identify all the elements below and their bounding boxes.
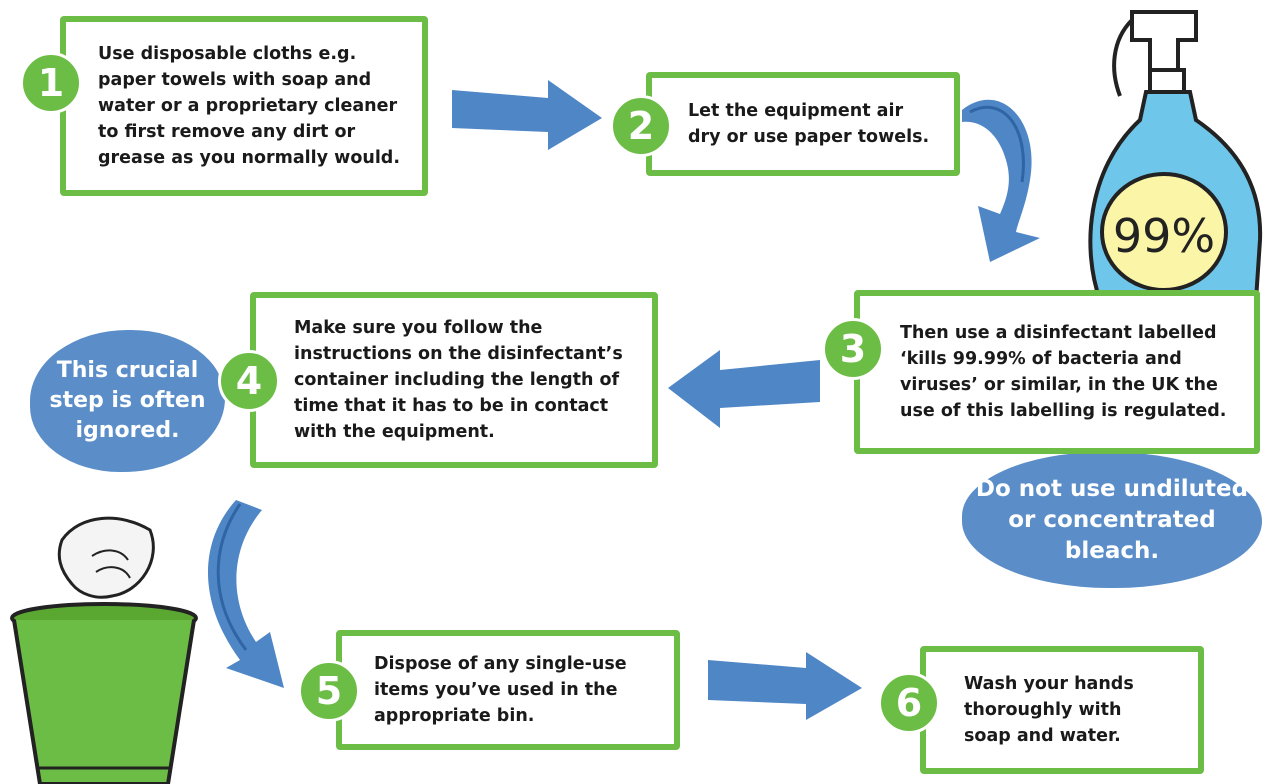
bleach-warning-text: Do not use undiluted or concentrated ble… (975, 475, 1249, 564)
waste-bin-icon (10, 516, 198, 784)
arrow-step5-to-step6 (708, 652, 862, 720)
step-1-box: Use disposable cloths e.g. paper towels … (60, 16, 428, 196)
step-5-text: Dispose of any single-use items you’ve u… (374, 654, 627, 726)
step-6-box: Wash your hands thoroughly with soap and… (920, 646, 1204, 774)
step-3-text: Then use a disinfectant labelled ‘kills … (900, 323, 1227, 421)
cloth-icon (57, 516, 155, 599)
spray-bottle-icon: 99% (1088, 10, 1263, 302)
crucial-step-text: This crucial step is often ignored. (49, 358, 206, 443)
step-4-box: Make sure you follow the instructions on… (250, 292, 658, 468)
step-6-text: Wash your hands thoroughly with soap and… (964, 674, 1134, 746)
step-2-text: Let the equipment air dry or use paper t… (688, 101, 930, 147)
step-6-number: 6 (878, 672, 940, 734)
step-3-box: Then use a disinfectant labelled ‘kills … (854, 290, 1260, 454)
step-3-number: 3 (822, 318, 884, 380)
step-2-number: 2 (610, 95, 672, 157)
step-4-text: Make sure you follow the instructions on… (294, 318, 623, 442)
step-5-box: Dispose of any single-use items you’ve u… (336, 630, 680, 750)
crucial-step-callout: This crucial step is often ignored. (30, 330, 225, 472)
bleach-warning-callout: Do not use undiluted or concentrated ble… (962, 452, 1262, 588)
step-5-number: 5 (298, 660, 360, 722)
arrow-step4-to-step5 (208, 500, 284, 688)
step-1-number: 1 (20, 52, 82, 114)
step-2-box: Let the equipment air dry or use paper t… (646, 72, 960, 176)
bottle-label: 99% (1113, 209, 1215, 263)
arrow-step3-to-step4 (668, 350, 820, 428)
step-1-text: Use disposable cloths e.g. paper towels … (98, 44, 400, 168)
arrow-step2-to-step3 (962, 99, 1040, 262)
step-4-number: 4 (218, 350, 280, 412)
arrow-step1-to-step2 (452, 80, 602, 150)
